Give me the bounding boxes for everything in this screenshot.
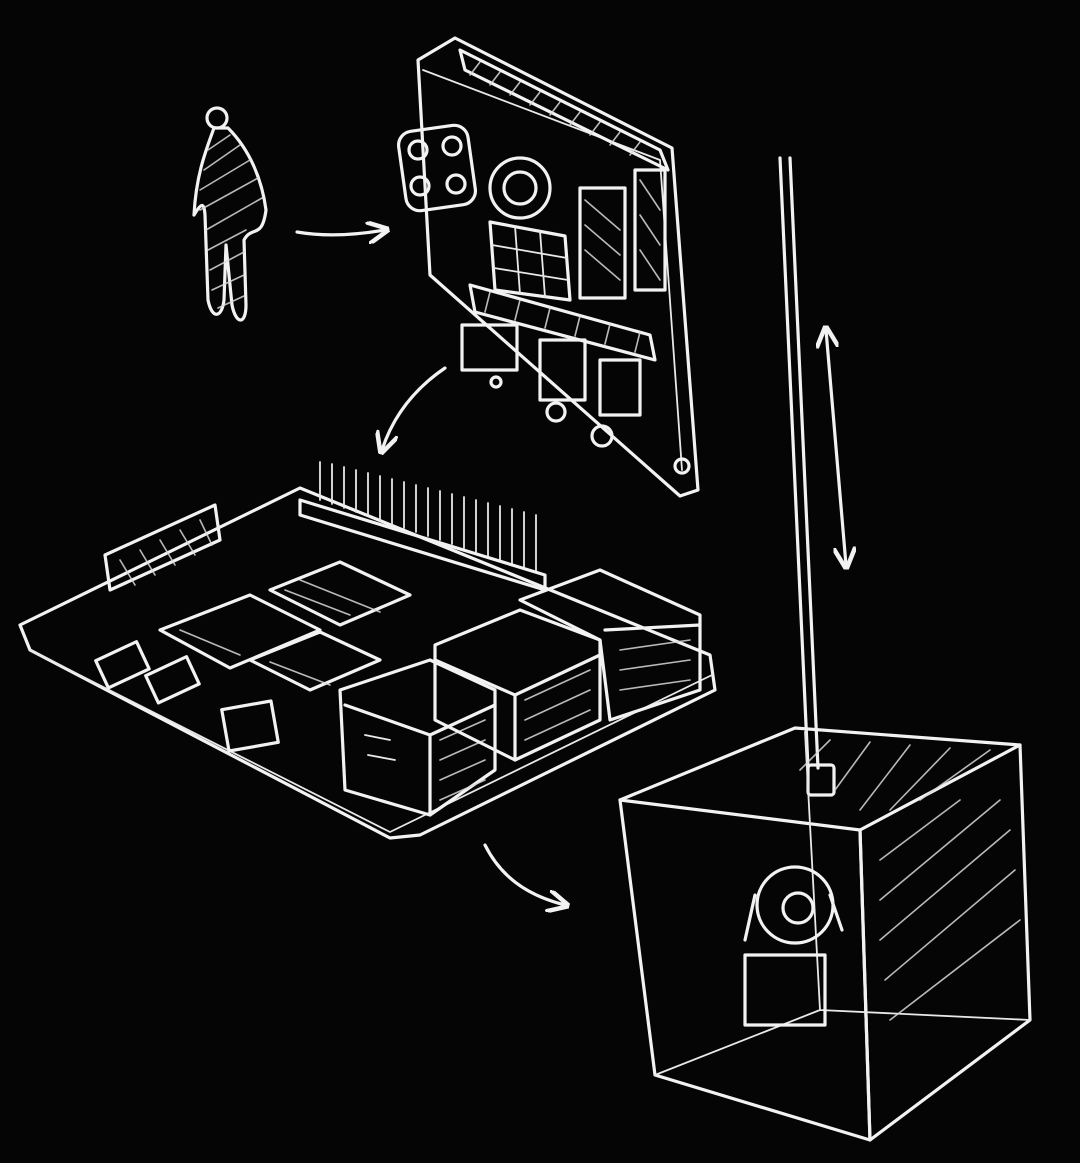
antenna-range-arrow	[826, 330, 846, 565]
single-board-computer	[18, 461, 717, 840]
arrow-board-to-enclosure	[483, 843, 565, 905]
arrow-person-to-camera	[295, 230, 385, 235]
camera-module-board	[396, 36, 700, 498]
arrow-camera-to-board	[382, 366, 447, 450]
person-figure	[192, 106, 268, 322]
antenna-enclosure	[618, 156, 1032, 1142]
